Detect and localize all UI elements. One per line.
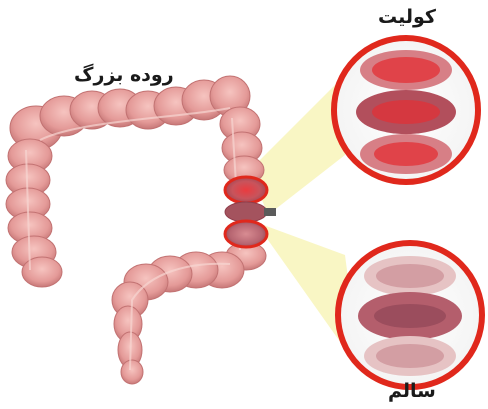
healthy-label: سالم (388, 380, 436, 402)
healthy-callout (338, 243, 482, 387)
large-intestine-label: روده بزرگ (74, 64, 174, 86)
colitis-callout (334, 38, 478, 182)
colitis-label: کولیت (378, 6, 436, 28)
